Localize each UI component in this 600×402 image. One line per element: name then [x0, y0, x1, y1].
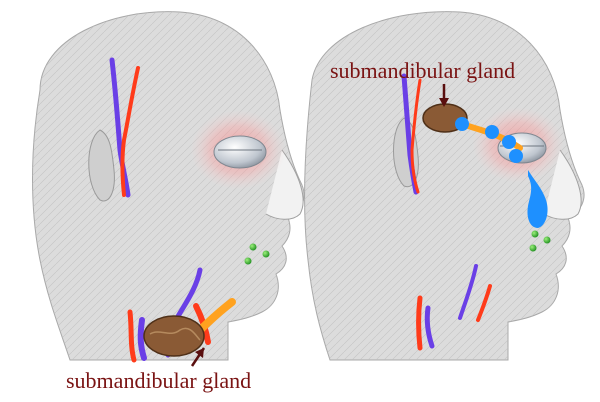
left-vein-upper: [109, 57, 131, 198]
left-lymph-node-2: [262, 250, 270, 258]
left-artery-lower: [127, 309, 137, 363]
right-blue-duct: [527, 170, 548, 228]
right-artery-lower: [416, 295, 423, 351]
left-eye: [213, 135, 267, 169]
left-nose: [265, 149, 304, 220]
right-head: [304, 11, 585, 361]
left-head: [32, 11, 305, 367]
right-artery-lower-2: [476, 284, 492, 322]
left-gland-label: submandibular gland: [66, 368, 252, 393]
left-submandibular-gland: [143, 315, 205, 357]
right-lymph-node-4: [509, 149, 523, 163]
right-lymph-node-green-3: [529, 244, 537, 252]
right-lymph-node-2: [485, 125, 499, 139]
left-lymph-node-1: [249, 243, 257, 251]
right-vein-lower: [424, 305, 435, 349]
right-nose: [543, 149, 582, 220]
left-artery-upper: [120, 66, 140, 197]
right-lymph-node-1: [455, 117, 469, 131]
right-gland-label: submandibular gland: [330, 58, 516, 83]
right-lymph-node-green-1: [531, 230, 539, 238]
left-ear: [88, 129, 115, 202]
right-artery-upper: [410, 78, 422, 194]
right-lymph-node-green-2: [543, 236, 551, 244]
right-lymph-node-3: [502, 135, 516, 149]
right-vein-lower-2: [458, 264, 478, 320]
left-vein-lower-2: [137, 317, 147, 361]
left-lymph-node-3: [244, 257, 252, 265]
